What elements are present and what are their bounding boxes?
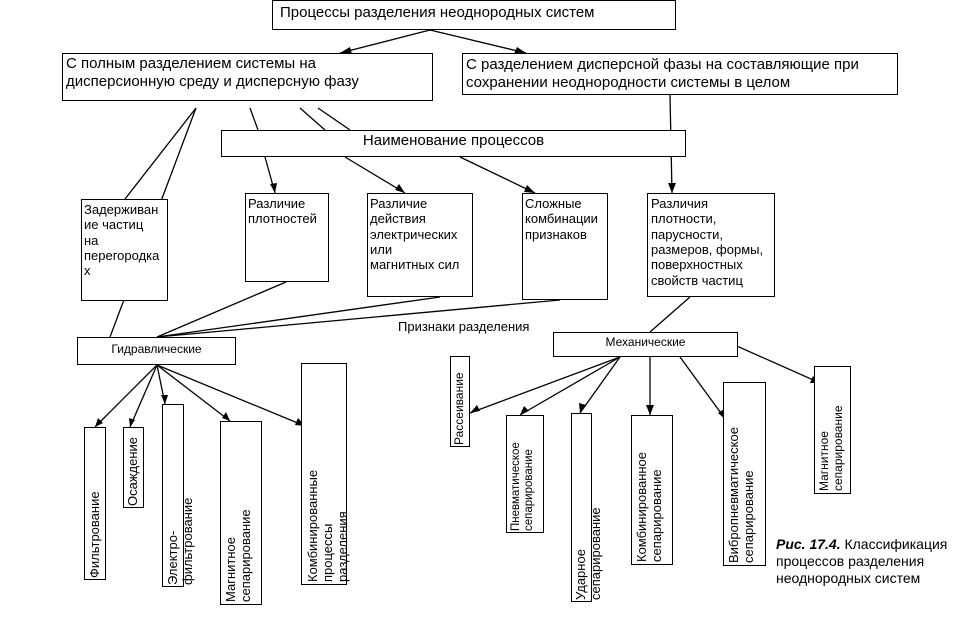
arrowhead-partial-properties	[668, 183, 676, 193]
root-node	[272, 0, 676, 30]
edge-full-names-2	[299, 107, 326, 131]
arrowhead-mech-1	[470, 405, 480, 413]
edge-hyd-2	[129, 364, 158, 428]
criterion-barrier	[81, 199, 168, 301]
method-combined-hydraulic: Комбинированные процессы разделения	[301, 363, 350, 585]
method-filtration: Фильтрование	[84, 427, 106, 580]
method-filtration-label: Фильтрование	[87, 491, 102, 578]
arrowhead-names-fields	[395, 184, 405, 193]
method-vibropneumatic: Вибропневматическое сепарирование	[723, 382, 766, 566]
method-combined-mechanical-label: Комбинированное сепарирование	[634, 451, 664, 562]
arrowhead-hyd-3	[161, 395, 168, 404]
method-impact: Ударное сепарирование	[571, 413, 603, 602]
edge-properties-mechanical	[649, 296, 691, 333]
branch-full-label: С полным разделением системы на дисперси…	[66, 55, 359, 90]
criterion-combined	[522, 193, 608, 300]
process-names-node	[221, 130, 686, 157]
criterion-density	[245, 193, 329, 282]
edge-full-names-1	[249, 107, 259, 131]
criterion-properties-label: Различия плотности, парусности, размеров…	[651, 196, 764, 288]
figure-caption-text: Классификация процессов разделения неодн…	[776, 536, 948, 586]
edge-density-hydraulic	[156, 281, 287, 338]
root-label: Процессы разделения неоднородных систем	[280, 4, 595, 21]
arrowhead-mech-4	[646, 405, 654, 415]
method-impact-label: Ударное сепарирование	[573, 507, 603, 600]
edge-mech-5	[679, 356, 727, 421]
edge-full-barrier	[124, 107, 197, 200]
signs-label: Признаки разделения	[398, 319, 530, 334]
method-magnetic-mechanical-label: Магнитное сепарирование	[817, 405, 845, 492]
method-magnetic-mechanical: Магнитное сепарирование	[814, 366, 851, 494]
method-sieving: Рассеивание	[450, 356, 470, 447]
method-combined-hydraulic-label: Комбинированные процессы разделения	[305, 469, 350, 582]
arrowhead-names-combined	[524, 185, 535, 193]
arrowhead-mech-2	[520, 406, 529, 415]
edge-names-fields	[344, 156, 406, 194]
mechanical-node	[553, 332, 738, 357]
edge-mech-6	[729, 342, 821, 384]
edge-names-combined	[459, 156, 536, 194]
hydraulic-label: Гидравлические	[111, 342, 202, 356]
method-magnetic-hydraulic: Магнитное сепарирование	[220, 421, 262, 605]
arrowhead-hyd-4	[222, 412, 230, 421]
method-electrofiltration: Электро-фильтрование	[162, 404, 195, 587]
edge-mech-3	[579, 356, 621, 414]
edge-root-partial	[429, 29, 527, 54]
criterion-barrier-label: Задерживан ие частиц на перегородка х	[84, 202, 160, 279]
edge-root-full	[339, 29, 431, 54]
method-pneumatic: Пневматическое сепарирование	[506, 415, 544, 533]
method-vibropneumatic-label: Вибропневматическое сепарирование	[726, 427, 756, 563]
process-names-label: Наименование процессов	[362, 132, 545, 149]
figure-caption: Рис. 17.4. Классификация процессов разде…	[776, 536, 947, 586]
method-combined-mechanical: Комбинированное сепарирование	[631, 415, 673, 565]
criterion-combined-label: Сложные комбинации признаков	[525, 196, 598, 242]
edge-hyd-4	[156, 364, 231, 422]
edge-combined-hydraulic	[156, 299, 561, 338]
method-electrofiltration-label: Электро-фильтрование	[165, 497, 195, 585]
method-sieving-label: Рассеивание	[452, 372, 466, 445]
edge-hyd-1	[94, 364, 158, 428]
method-sedimentation: Осаждение	[123, 427, 144, 508]
criterion-fields	[367, 193, 473, 297]
edge-mech-2	[519, 356, 621, 416]
method-pneumatic-label: Пневматическое сепарирование	[510, 442, 536, 531]
criterion-fields-label: Различие действия электрических или магн…	[370, 196, 460, 273]
figure-caption-prefix: Рис. 17.4.	[776, 536, 841, 552]
criterion-density-label: Различие плотностей	[248, 196, 317, 227]
arrowhead-hyd-2	[129, 418, 135, 427]
mechanical-label: Механические	[605, 335, 686, 349]
arrowhead-hyd-1	[95, 418, 103, 427]
branch-full-separation	[62, 53, 433, 101]
method-sedimentation-label: Осаждение	[125, 436, 140, 506]
edge-full-names-3	[317, 107, 351, 131]
arrowhead-full	[340, 47, 352, 54]
arrowhead-partial	[514, 47, 526, 54]
branch-partial-separation	[462, 53, 898, 95]
hydraulic-node	[77, 337, 236, 365]
branch-partial-label: С разделением дисперсной фазы на составл…	[466, 56, 859, 91]
arrowhead-names-density	[270, 183, 277, 193]
edge-hyd-5	[156, 364, 306, 427]
edge-fields-hydraulic	[156, 296, 441, 338]
arrowhead-mech-3	[579, 403, 586, 413]
method-magnetic-hydraulic-label: Магнитное сепарирование	[223, 509, 253, 602]
edge-mech-1	[469, 356, 621, 414]
criterion-properties	[647, 193, 775, 297]
